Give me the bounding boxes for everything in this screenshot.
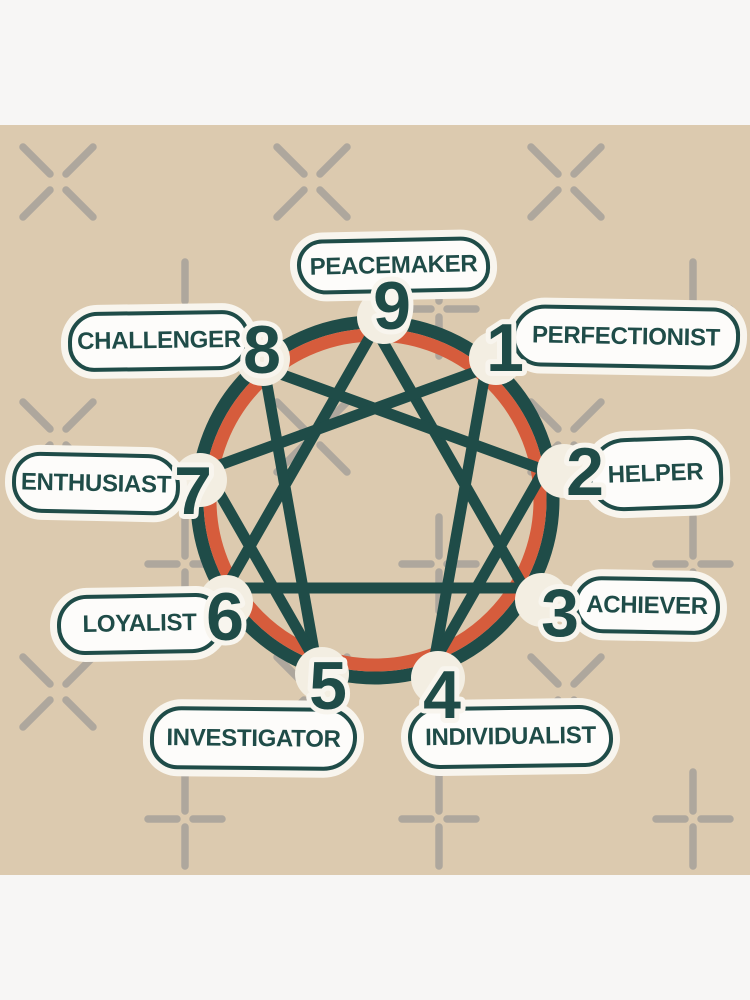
point-circle-2 [537, 444, 591, 498]
point-circle-7 [173, 453, 227, 507]
enneagram-art: PEACEMAKER PERFECTIONIST HELPER ACHIEVER… [0, 125, 750, 875]
connection-lines [200, 322, 550, 668]
watermark-layer [19, 143, 734, 870]
point-circle-9 [357, 290, 411, 344]
line-2-8 [258, 362, 550, 476]
type-number-8: 8 [243, 312, 281, 388]
type-number-5: 5 [309, 648, 347, 724]
type-numbers-layer: 9 1 2 3 4 5 6 7 8 [169, 263, 609, 738]
line-4-2 [428, 464, 550, 668]
line-1-4 [428, 362, 492, 668]
type-number-3: 3 [541, 575, 579, 651]
watermark-x-marks [19, 143, 605, 731]
type-number-6: 6 [206, 579, 244, 655]
point-circle-8 [236, 332, 290, 386]
type-number-2: 2 [566, 434, 604, 510]
type-number-1: 1 [486, 310, 524, 386]
bottom-margin [0, 875, 750, 1000]
point-circle-1 [469, 331, 523, 385]
type-number-7: 7 [174, 453, 212, 529]
line-8-5 [258, 362, 322, 668]
point-circle-4 [411, 651, 465, 705]
point-circle-3 [515, 573, 569, 627]
type-number-4: 4 [423, 657, 461, 733]
line-7-1 [200, 362, 492, 476]
type-number-9: 9 [373, 268, 411, 344]
top-margin [0, 0, 750, 125]
point-circle-5 [295, 647, 349, 701]
line-5-7 [200, 464, 322, 668]
